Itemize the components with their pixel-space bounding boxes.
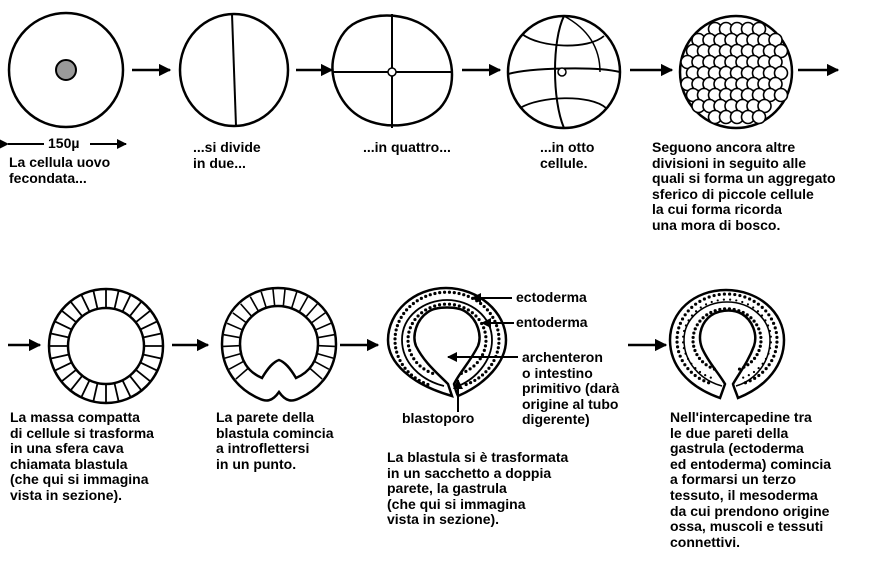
eight-cell-figure [506, 14, 622, 130]
gastrula-figure [386, 286, 508, 398]
label-entoderma: entoderma [516, 314, 588, 330]
caption-invagination: La parete della blastula comincia a intr… [216, 409, 334, 472]
fertilized-egg-figure [7, 11, 125, 129]
label-blastoporo: blastoporo [402, 410, 475, 426]
morula-figure [678, 14, 794, 130]
label-archenteron: archenteron o intestino primitivo (darà … [522, 349, 620, 428]
two-cell-figure [178, 12, 290, 128]
label-ectoderma: ectoderma [516, 289, 587, 305]
blastula-figure [47, 287, 165, 405]
caption-two-cells: ...si divide in due... [193, 139, 261, 171]
caption-blastula: La massa compatta di cellule si trasform… [10, 409, 154, 503]
caption-morula: Seguono ancora altre divisioni in seguit… [652, 139, 836, 233]
mesoderm-gastrula-figure [668, 288, 786, 400]
four-cell-figure [331, 14, 454, 128]
caption-fertilized-egg: La cellula uovo fecondata... [9, 154, 111, 186]
caption-mesoderm: Nell'intercapedine tra le due pareti del… [670, 409, 832, 550]
caption-eight-cells: ...in otto cellule. [540, 139, 595, 171]
caption-four-cells: ...in quattro... [363, 139, 451, 155]
gastrula-pointers [447, 293, 518, 412]
invaginating-blastula-figure [220, 286, 338, 402]
caption-gastrula: La blastula si è trasformata in un sacch… [387, 449, 569, 528]
scale-label: 150µ [48, 135, 80, 151]
